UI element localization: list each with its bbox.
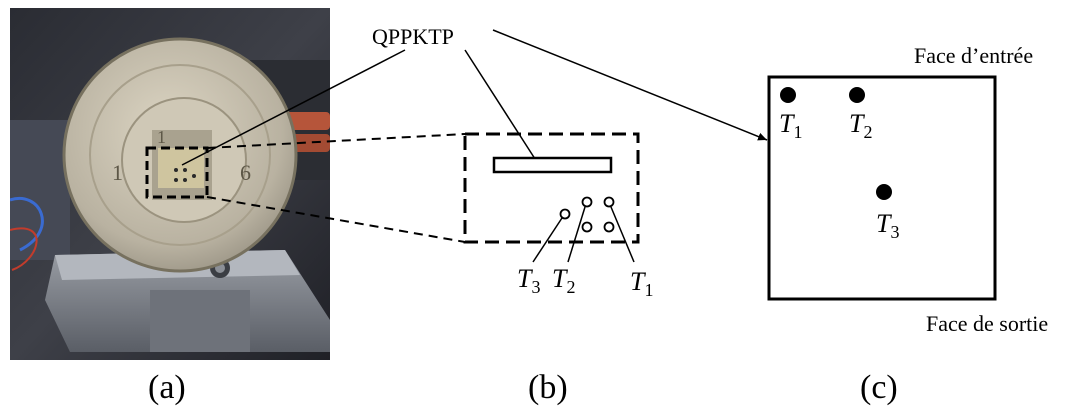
sensor-label-c-t1: T1 (779, 109, 802, 142)
photo-highlight-box (145, 146, 209, 199)
panel-label-a: (a) (148, 369, 186, 406)
face-output-label: Face de sortie (926, 311, 1048, 336)
sensor-dot-t1 (780, 87, 796, 103)
zoom-line-bottom (206, 196, 466, 243)
crystal-slot (492, 156, 613, 174)
panel-label-b: (b) (528, 369, 568, 406)
sensor-dot-t2 (849, 87, 865, 103)
sensor-label-c-t2: T2 (849, 109, 872, 142)
face-input-label: Face d’entrée (914, 43, 1033, 68)
qppktp-label: QPPKTP (372, 24, 454, 49)
sensor-label-c-t3: T3 (876, 209, 899, 242)
qppktp-pointer-photo (181, 49, 406, 166)
qppktp-pointer-b (464, 49, 538, 163)
photo-digit-right: 6 (240, 160, 251, 185)
schematic-panel-b: T3 T2 T1 (463, 132, 653, 300)
sensor-label-b-t1: T1 (630, 267, 653, 300)
sensor-label-b-t3: T3 (517, 264, 540, 297)
sensor-dot-t3 (876, 184, 892, 200)
photo-panel-a: 1 1 6 (10, 8, 330, 360)
face-panel-c: Face d’entrée T1 T2 T3 Face de sortie (767, 43, 1048, 336)
sensor-label-b-t2: T2 (552, 264, 575, 297)
qppktp-arrow-c (492, 29, 768, 141)
zoom-line-top (206, 133, 466, 149)
crystal-holder-outline (463, 132, 640, 244)
photo-digit-left: 1 (112, 160, 123, 185)
photo-digit-middle: 1 (157, 127, 166, 147)
sensor-holes (559, 196, 615, 233)
panel-label-c: (c) (860, 369, 898, 406)
